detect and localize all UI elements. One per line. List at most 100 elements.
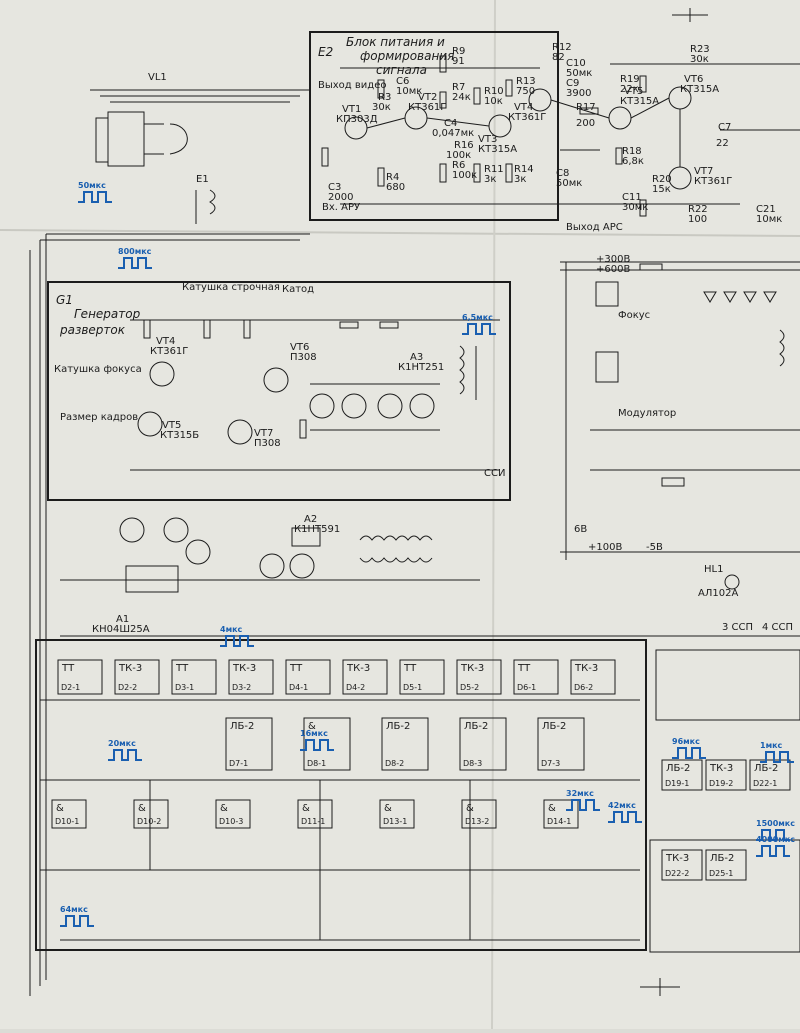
logic-block-frame: [35, 639, 647, 951]
timing-label: 50мкс: [78, 181, 106, 190]
block-d19-2-type: ТК-3: [709, 763, 733, 774]
hl1-type: АЛ102А: [698, 588, 738, 599]
gate-d8-3-ref: D8-3: [463, 759, 482, 768]
gate-d8-1-ref: D8-1: [307, 759, 326, 768]
c11: C11: [622, 192, 642, 203]
timing-annotation: 4000мкс: [756, 835, 795, 857]
e1-coil: [195, 189, 216, 224]
r6: R6: [452, 160, 465, 171]
g1-vt4-type: КТ361Г: [150, 346, 188, 357]
r13-value: 750: [516, 86, 535, 97]
gate-d7-3-type: ЛБ-2: [542, 721, 566, 732]
vt2-type: КТ361Г: [408, 102, 446, 113]
vt2-ref: VT2: [418, 92, 437, 103]
c21-value: 10мк: [756, 214, 782, 225]
r10-value: 10к: [484, 96, 503, 107]
gate-d7-3: ЛБ-2D7-3: [537, 717, 585, 771]
gate-d14-1-ref: D14-1: [547, 817, 571, 826]
katushka-strochnaya-label: Катушка строчная: [182, 282, 280, 293]
block-d22-1-ref: D22-1: [753, 779, 777, 788]
block-d19-2-ref: D19-2: [709, 779, 733, 788]
gate-d8-2-ref: D8-2: [385, 759, 404, 768]
gate-d10-2: &D10-2: [133, 799, 169, 829]
timing-label: 96мкс: [672, 737, 700, 746]
vkh-aru-label: Вх. АРУ: [322, 202, 360, 213]
r17-value: 200: [576, 118, 595, 129]
c7: C7: [718, 122, 731, 133]
transistor-symbol: [608, 106, 632, 130]
gate-d13-1: &D13-1: [379, 799, 415, 829]
vt5-ref: VT5: [624, 86, 643, 97]
vt4-ref: VT4: [514, 102, 533, 113]
r14-value: 3к: [514, 174, 526, 185]
timing-annotation: 16мкс: [300, 729, 334, 751]
r3-value: 30к: [372, 102, 391, 113]
a3-ref: A3: [410, 352, 423, 363]
vt4-type: КТ361Г: [508, 112, 546, 123]
e2-resistors: [321, 55, 647, 217]
vt6-type: КТ315А: [680, 84, 719, 95]
flipflop-d6-2-type: ТК-3: [574, 663, 598, 674]
gate-d7-1: ЛБ-2D7-1: [225, 717, 273, 771]
r20: R20: [652, 174, 672, 185]
gate-d8-2: ЛБ-2D8-2: [381, 717, 429, 771]
timing-annotation: 96мкс: [672, 737, 706, 759]
timing-label: 6,5мкс: [462, 313, 493, 322]
timing-annotation: 800мкс: [118, 247, 152, 269]
flipflop-d4-2: ТК-3D4-2: [342, 659, 388, 695]
logic-flipflops-row1: ТТD2-1ТК-3D2-2ТТD3-1ТК-3D3-2ТТD4-1ТК-3D4…: [57, 659, 616, 695]
a2-type: К1НТ591: [294, 524, 340, 535]
timing-label: 64мкс: [60, 905, 88, 914]
c8: C8: [556, 168, 569, 179]
e2-code: E2: [318, 45, 333, 59]
timing-annotation: 64мкс: [60, 905, 94, 927]
katushka-fokusa-label: Катушка фокуса: [54, 364, 142, 375]
modulyator-label: Модулятор: [618, 408, 676, 419]
timing-label: 1500мкс: [756, 819, 795, 828]
vt3-type: КТ315А: [478, 144, 517, 155]
gate-d8-2-type: ЛБ-2: [386, 721, 410, 732]
gate-d13-1-ref: D13-1: [383, 817, 407, 826]
r13: R13: [516, 76, 536, 87]
timing-annotation: 20мкс: [108, 739, 142, 761]
paper-fold-line: [491, 0, 496, 1030]
vt7-type: КТ361Г: [694, 176, 732, 187]
vykhod-ars-label: Выход АРС: [566, 222, 623, 233]
flipflop-d3-2: ТК-3D3-2: [228, 659, 274, 695]
flipflop-d5-2: ТК-3D5-2: [456, 659, 502, 695]
plus100-label: +100В: [588, 542, 622, 553]
r19: R19: [620, 74, 640, 85]
e2-title-3: сигнала: [376, 63, 427, 77]
cable-bundle-left: [29, 233, 310, 996]
flipflop-d6-1-type: ТТ: [517, 663, 531, 674]
plus6-label: 6В: [574, 524, 587, 535]
g1-wiring: [130, 319, 500, 471]
r19-value: 22к: [620, 84, 639, 95]
block-d25-1-ref: D25-1: [709, 869, 733, 878]
flipflop-d3-1-type: ТТ: [175, 663, 189, 674]
gate-d10-1-ref: D10-1: [55, 817, 79, 826]
c8-value: 50мк: [556, 178, 582, 189]
c3-value: 2000: [328, 192, 353, 203]
timing-label: 42мкс: [608, 801, 636, 810]
timing-annotation: 4мкс: [220, 625, 254, 647]
gate-d13-2-ref: D13-2: [465, 817, 489, 826]
timing-label: 32мкс: [566, 789, 594, 798]
r22-value: 100: [688, 214, 707, 225]
gate-d7-1-type: ЛБ-2: [230, 721, 254, 732]
transistor-symbol: [668, 166, 692, 190]
c9-value: 3900: [566, 88, 591, 99]
ssp4-label: 4 ССП: [762, 622, 793, 633]
paper-fold-line: [0, 229, 800, 237]
g1-title-2: разверток: [59, 323, 126, 337]
r22: R22: [688, 204, 708, 215]
r9-value: 91: [452, 56, 465, 67]
logic-right-column: ЛБ-2D19-1ТК-3D19-2ЛБ-2D22-1ТК-3D22-2ЛБ-2…: [661, 759, 791, 881]
